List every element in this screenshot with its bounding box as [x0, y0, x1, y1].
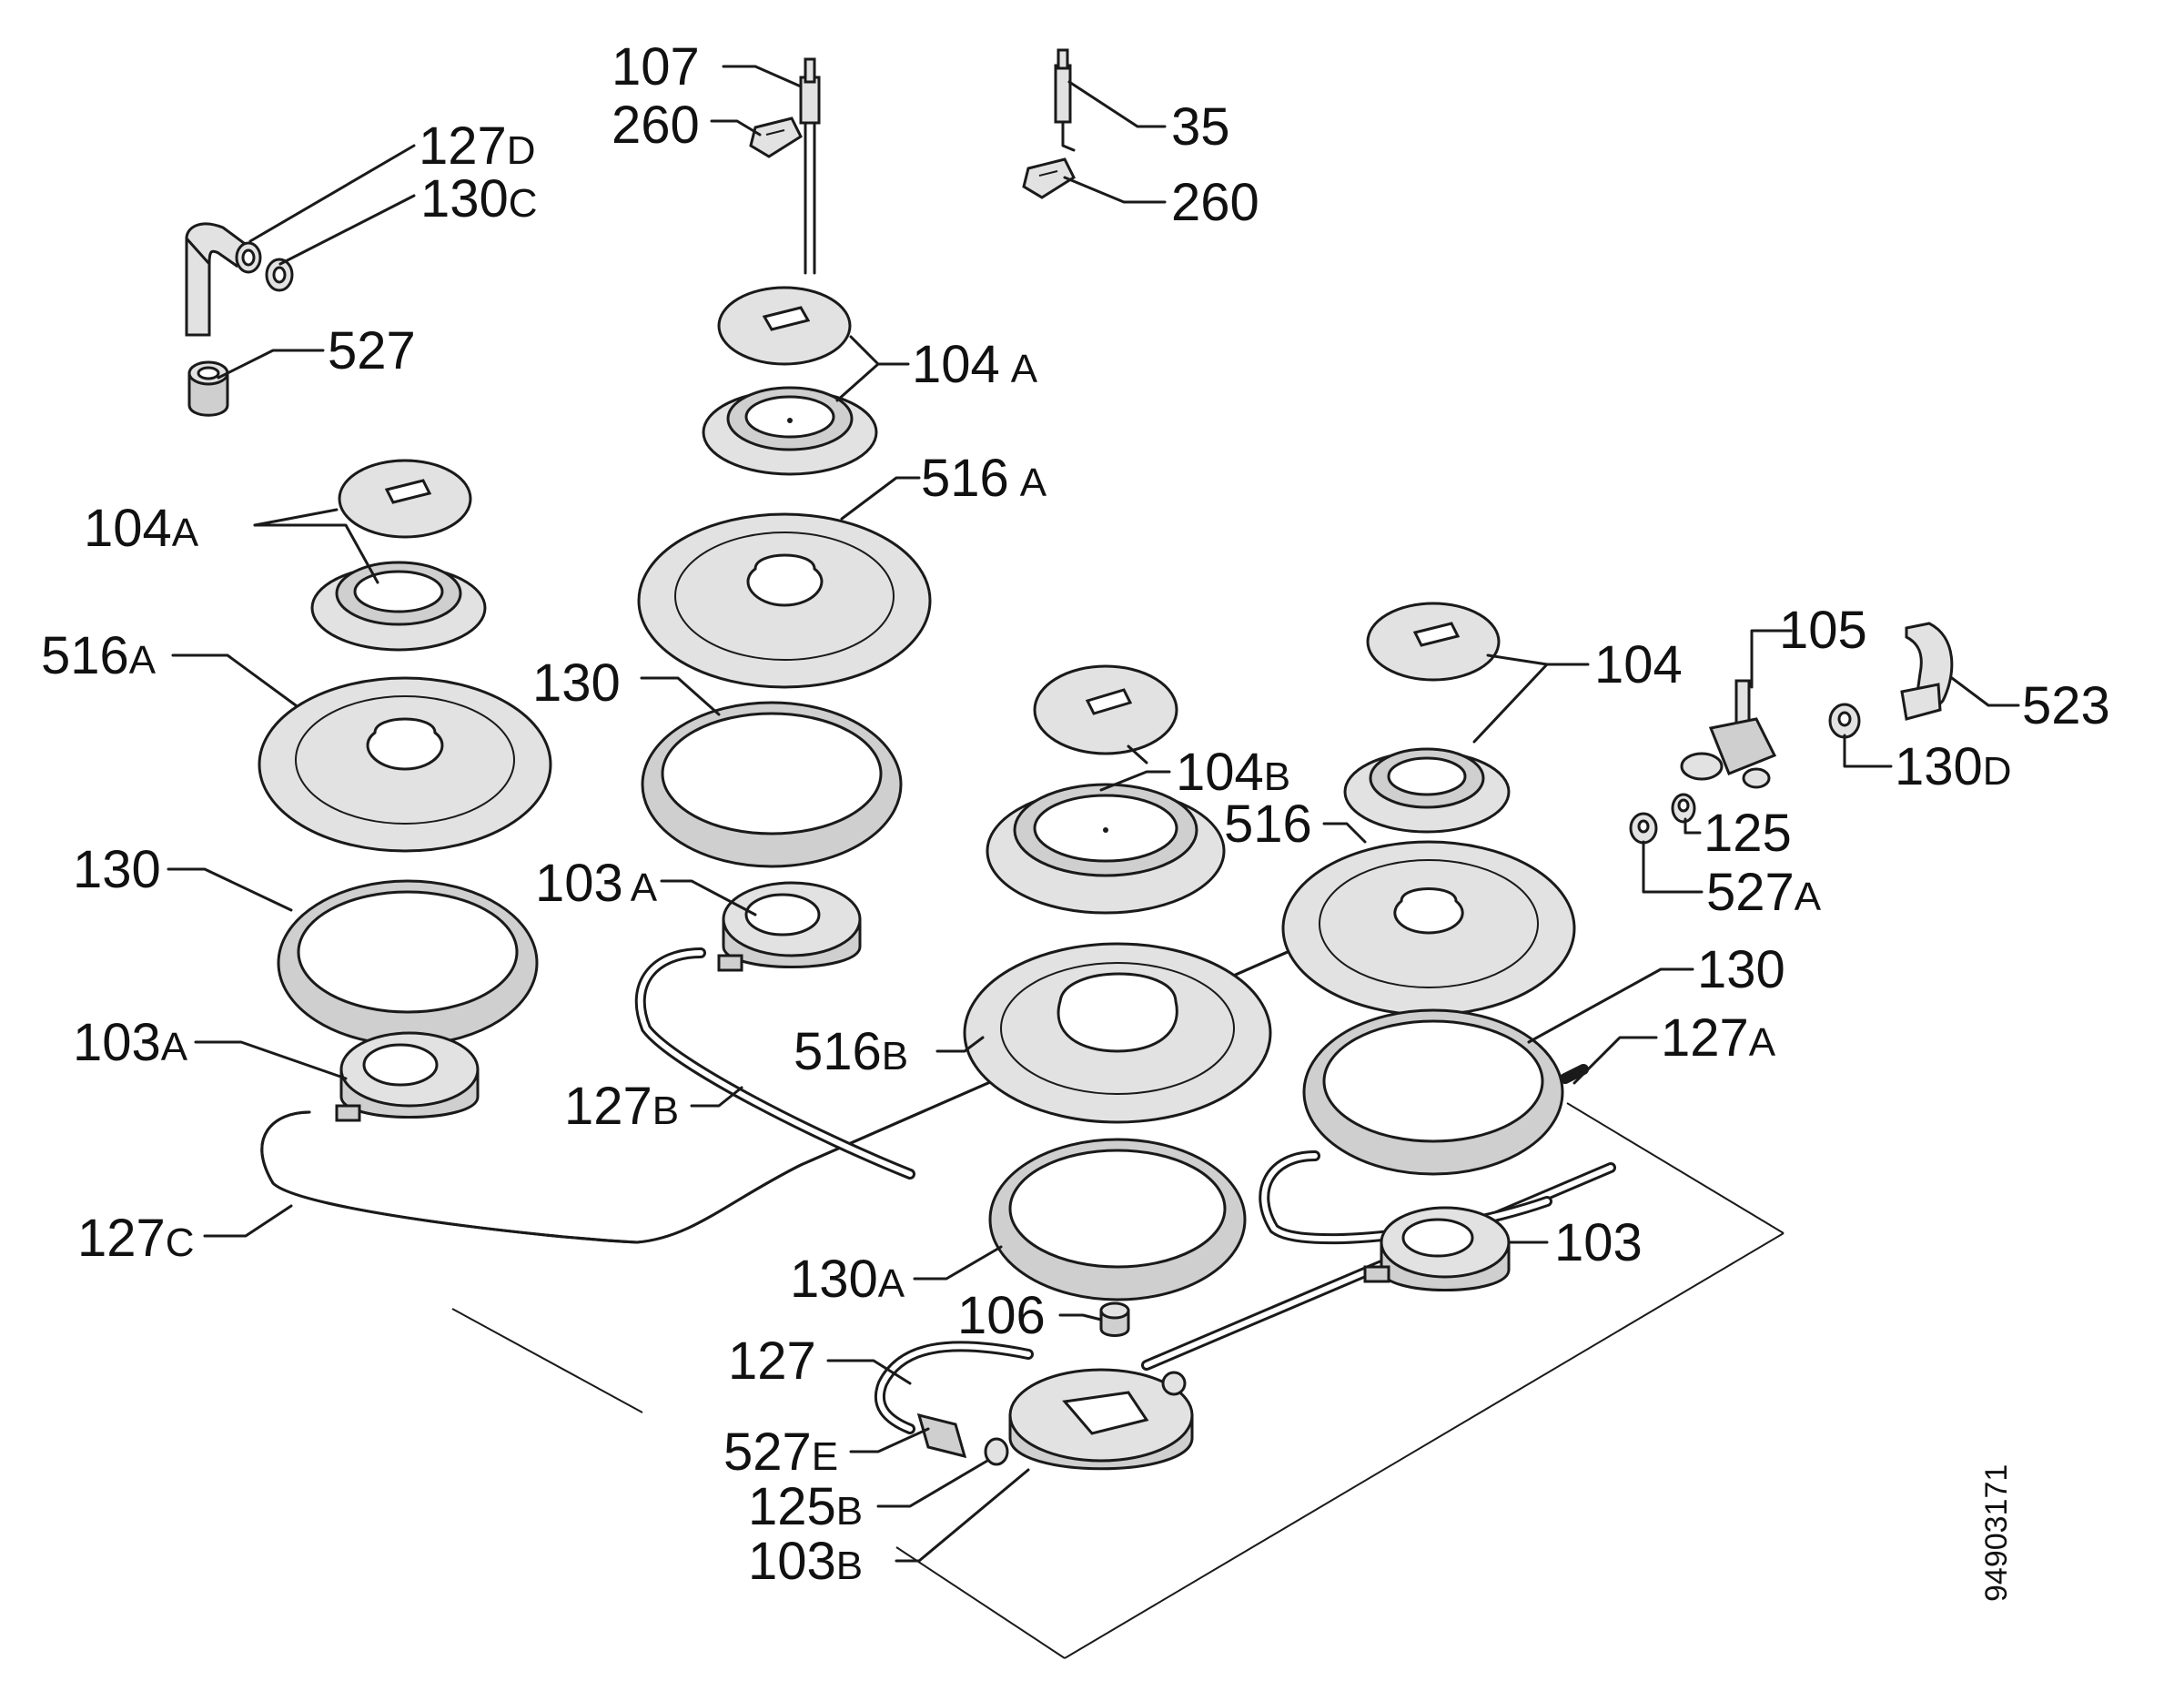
ring-130a [988, 1138, 1247, 1301]
burner-crown-104a-left [310, 561, 487, 652]
spill-tray-516-right [1281, 840, 1576, 1017]
label-516b: 516B [794, 1022, 908, 1081]
label-260-top: 260 [612, 96, 700, 155]
spill-tray-516b [963, 942, 1272, 1124]
ring-130-mid [641, 701, 903, 868]
nut-527a [1629, 812, 1658, 845]
label-127a: 127A [1661, 1008, 1776, 1068]
burner-cap-104-right [1366, 602, 1501, 682]
burner-crown-104a-top [702, 386, 878, 476]
label-127d: 127D [419, 116, 536, 176]
label-107: 107 [612, 37, 700, 96]
label-130d: 130D [1895, 737, 2012, 796]
burner-base-103a-left [335, 1031, 480, 1122]
label-130c: 130C [420, 169, 538, 228]
spill-tray-516a-left [258, 676, 552, 853]
valve-105 [1680, 679, 1777, 789]
washer-130c [265, 258, 294, 292]
label-260-right: 260 [1171, 173, 1259, 232]
ring-130-left [277, 879, 539, 1047]
label-125: 125 [1704, 804, 1792, 863]
connector-527e [916, 1413, 967, 1459]
nozzle-125 [1671, 793, 1696, 824]
drawing-code: 94903171 [1979, 1464, 2014, 1602]
bracket-523 [1900, 622, 1954, 721]
label-35: 35 [1171, 97, 1230, 157]
label-127b: 127B [564, 1077, 679, 1136]
burner-crown-104-right [1343, 747, 1511, 834]
spill-tray-516a-top [637, 512, 932, 689]
label-130a: 130A [790, 1250, 905, 1309]
label-523: 523 [2022, 676, 2110, 735]
washer-130d [1828, 703, 1861, 739]
ring-130-right [1302, 1008, 1564, 1176]
clip-260-top [749, 116, 803, 158]
label-106: 106 [957, 1286, 1046, 1345]
label-104b: 104B [1176, 743, 1290, 802]
electrode-107 [799, 57, 821, 275]
label-527a: 527A [1706, 863, 1822, 922]
label-130-mid: 130 [532, 653, 621, 713]
label-103: 103 [1554, 1213, 1643, 1272]
label-103b: 103B [748, 1532, 863, 1591]
label-516-right: 516 [1224, 795, 1312, 854]
hob-outline [451, 1102, 1785, 1659]
label-127: 127 [728, 1332, 816, 1391]
label-130-right: 130 [1697, 940, 1785, 999]
burner-base-103b [1008, 1368, 1194, 1471]
label-125b: 125B [748, 1477, 863, 1536]
label-127c: 127C [77, 1209, 195, 1268]
thermocouple-35 [1054, 48, 1076, 152]
label-516a-left: 516A [41, 626, 157, 685]
label-104-right: 104 [1594, 635, 1683, 694]
nut-527 [187, 360, 229, 417]
label-527: 527 [328, 321, 416, 380]
label-130-left: 130 [73, 840, 161, 899]
elbow-pipe-127d [185, 222, 262, 337]
burner-cap-104b [1033, 664, 1178, 755]
label-527e: 527E [723, 1423, 838, 1482]
label-103a-left: 103A [73, 1013, 188, 1072]
clip-260-right [1022, 157, 1076, 199]
burner-crown-104b [986, 783, 1226, 915]
plug-125b [984, 1437, 1009, 1466]
label-105: 105 [1779, 601, 1867, 660]
burner-base-103-right [1363, 1206, 1511, 1291]
leader-lines [167, 65, 2020, 1563]
label-104a-left: 104A [84, 499, 199, 558]
burner-base-103a-mid [717, 881, 862, 972]
injector-106 [1099, 1301, 1130, 1337]
burner-cap-104a-top [717, 286, 852, 366]
burner-cap-104a-left [338, 459, 472, 539]
